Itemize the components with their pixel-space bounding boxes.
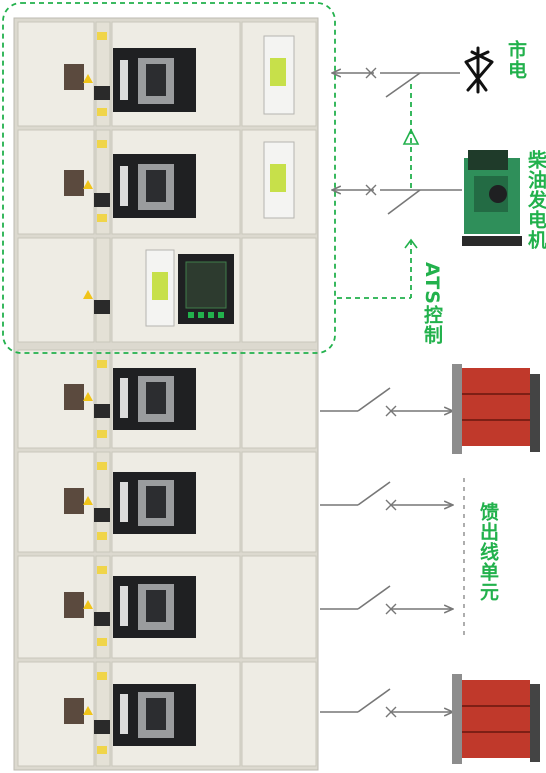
diesel-generator-icon	[462, 150, 522, 246]
generator-incoming-line	[333, 184, 462, 215]
grid-incoming-line	[333, 67, 460, 98]
ats-control-link	[337, 238, 418, 299]
transformer-icon	[452, 674, 540, 764]
switch-icon	[357, 481, 391, 506]
feeder-unit-label: 馈出线单元	[477, 502, 499, 602]
viewing-window	[64, 64, 84, 90]
ats-control-label: ATS控制	[421, 262, 443, 345]
switch-icon	[385, 72, 421, 98]
panel-row-7	[17, 661, 317, 767]
transformer-icon	[452, 364, 540, 454]
circuit-breaker-icon	[113, 368, 196, 430]
circuit-breaker-icon	[113, 154, 196, 218]
circuit-breaker-icon	[113, 472, 196, 534]
feeder-line-4	[320, 688, 452, 718]
panel-row-1	[17, 21, 317, 127]
switch-icon	[357, 585, 391, 610]
feeder-line-1	[320, 387, 452, 417]
switch-icon	[357, 387, 391, 412]
circuit-breaker-icon	[113, 576, 196, 638]
warning-sign-icon	[83, 74, 93, 83]
panel-row-6	[17, 555, 317, 659]
interlock-link	[402, 84, 420, 190]
panel-row-3-ats	[17, 237, 317, 343]
ats-controller-icon	[178, 254, 234, 324]
ats-group-boundary	[2, 2, 336, 354]
grid-label: 市电	[505, 40, 527, 80]
circuit-breaker-icon	[113, 684, 196, 746]
circuit-breaker-icon	[113, 48, 196, 112]
switch-icon	[357, 688, 391, 713]
feeder-line-3	[320, 585, 452, 615]
generator-label: 柴油发电机	[525, 150, 546, 250]
power-tower-icon	[464, 46, 494, 94]
meter-module	[263, 141, 295, 219]
meter-module	[145, 249, 175, 327]
panel-row-5	[17, 451, 317, 553]
panel-row-4	[17, 349, 317, 449]
panel-row-2	[17, 129, 317, 235]
meter-module	[263, 35, 295, 115]
switch-icon	[387, 189, 421, 215]
feeder-line-2	[320, 481, 452, 511]
